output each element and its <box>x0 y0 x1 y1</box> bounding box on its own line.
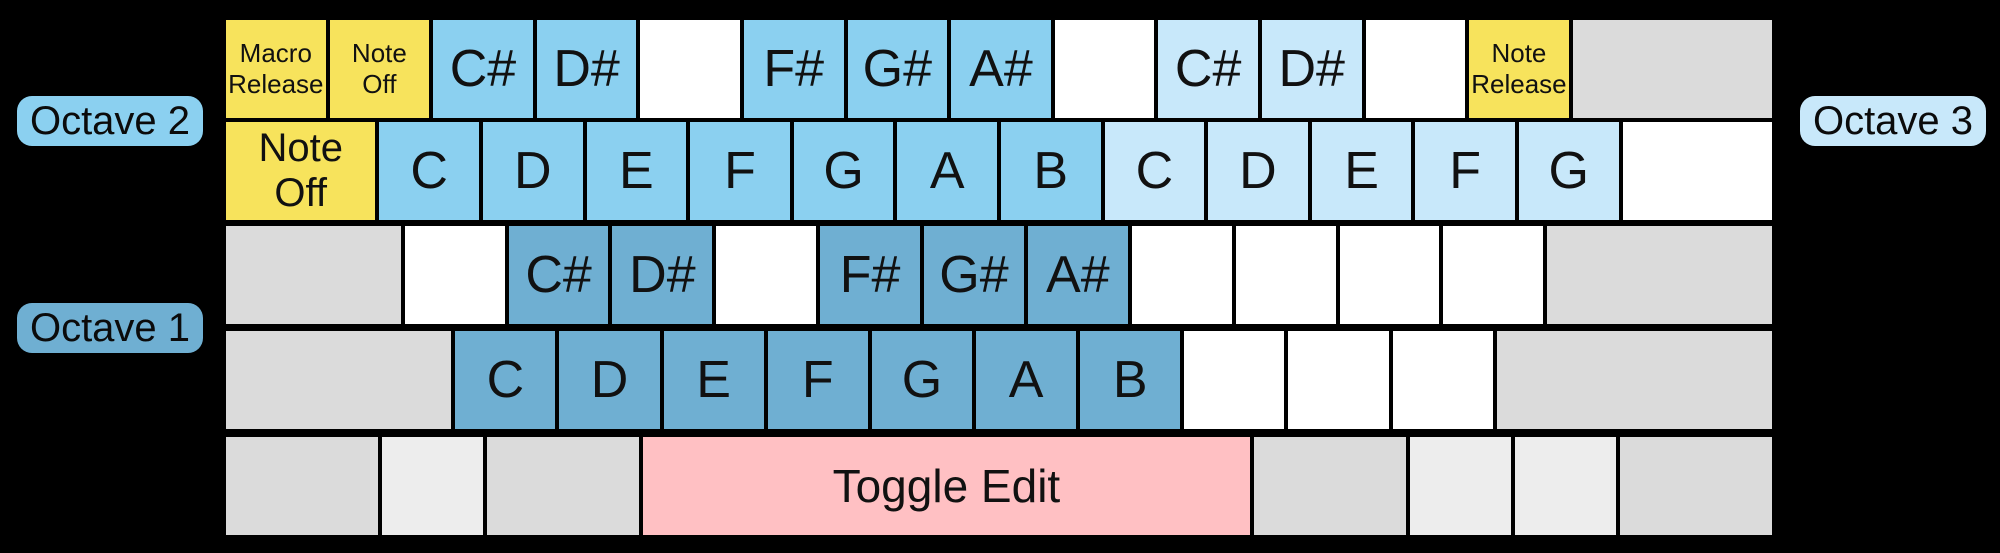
key-note-e-oct3[interactable]: E <box>1309 120 1414 222</box>
key-unmapped[interactable] <box>1286 329 1391 431</box>
key-note-gsharp-oct1[interactable]: G# <box>922 224 1026 326</box>
key-space-toggle-edit[interactable]: Toggle Edit <box>640 435 1252 537</box>
key-note-gsharp-oct2[interactable]: G# <box>845 18 950 120</box>
key-note-b-oct2[interactable]: B <box>998 120 1103 222</box>
key-macro-release[interactable]: Macro Release <box>224 18 328 120</box>
key-unmapped[interactable] <box>1441 224 1546 326</box>
key-unmapped[interactable] <box>402 224 507 326</box>
key-note-dsharp-oct3[interactable]: D# <box>1259 18 1364 120</box>
key-note-a-oct1[interactable]: A <box>974 329 1079 431</box>
key-backspace[interactable] <box>1570 18 1774 120</box>
key-alt-left[interactable] <box>485 435 641 537</box>
octave-1-label: Octave 1 <box>17 303 203 353</box>
key-unmapped[interactable] <box>714 224 819 326</box>
key-note-g-oct2[interactable]: G <box>791 120 896 222</box>
space-row: Toggle Edit <box>224 435 1774 537</box>
key-unmapped[interactable] <box>1052 18 1157 120</box>
key-note-d-oct1[interactable]: D <box>557 329 662 431</box>
key-note-fsharp-oct2[interactable]: F# <box>741 18 846 120</box>
key-note-d-oct3[interactable]: D <box>1206 120 1310 222</box>
key-note-csharp-oct1[interactable]: C# <box>506 224 611 326</box>
key-unmapped[interactable] <box>1129 224 1234 326</box>
key-note-g-oct1[interactable]: G <box>869 329 974 431</box>
key-unmapped[interactable] <box>1337 224 1442 326</box>
octave-2-label: Octave 2 <box>17 96 203 146</box>
key-note-c-oct3[interactable]: C <box>1102 120 1207 222</box>
key-note-f-oct3[interactable]: F <box>1413 120 1517 222</box>
key-win-left[interactable] <box>379 435 485 537</box>
key-note-dsharp-oct1[interactable]: D# <box>610 224 715 326</box>
key-note-off-tab[interactable]: Note Off <box>224 120 378 222</box>
key-backslash[interactable] <box>1620 120 1774 222</box>
octave-3-label: Octave 3 <box>1800 96 1986 146</box>
key-unmapped[interactable] <box>638 18 742 120</box>
key-note-f-oct1[interactable]: F <box>765 329 870 431</box>
key-shift-left[interactable] <box>224 329 454 431</box>
key-note-g-oct3[interactable]: G <box>1516 120 1621 222</box>
key-note-f-oct2[interactable]: F <box>688 120 792 222</box>
key-note-c-oct1[interactable]: C <box>453 329 558 431</box>
key-note-fsharp-oct1[interactable]: F# <box>818 224 923 326</box>
key-note-dsharp-oct2[interactable]: D# <box>534 18 639 120</box>
key-note-asharp-oct1[interactable]: A# <box>1025 224 1130 326</box>
key-note-release[interactable]: Note Release <box>1467 18 1571 120</box>
key-unmapped[interactable] <box>1363 18 1468 120</box>
key-note-asharp-oct2[interactable]: A# <box>949 18 1053 120</box>
key-enter[interactable] <box>1545 224 1774 326</box>
key-note-c-oct2[interactable]: C <box>377 120 481 222</box>
key-menu[interactable] <box>1513 435 1619 537</box>
key-note-e-oct1[interactable]: E <box>661 329 766 431</box>
key-note-e-oct2[interactable]: E <box>584 120 689 222</box>
key-alt-right[interactable] <box>1252 435 1408 537</box>
key-unmapped[interactable] <box>1390 329 1495 431</box>
key-unmapped[interactable] <box>1182 329 1287 431</box>
key-note-d-oct2[interactable]: D <box>481 120 585 222</box>
key-note-csharp-oct2[interactable]: C# <box>431 18 535 120</box>
key-ctrl-right[interactable] <box>1618 435 1774 537</box>
key-note-a-oct2[interactable]: A <box>895 120 999 222</box>
key-note-off-num[interactable]: Note Off <box>327 18 432 120</box>
key-ctrl-left[interactable] <box>224 435 380 537</box>
key-unmapped[interactable] <box>1233 224 1338 326</box>
key-note-csharp-oct3[interactable]: C# <box>1156 18 1260 120</box>
key-note-b-oct1[interactable]: B <box>1078 329 1183 431</box>
key-win-right[interactable] <box>1407 435 1513 537</box>
key-shift-right[interactable] <box>1494 329 1775 431</box>
home-row: C#D# F#G#A# <box>224 224 1774 326</box>
key-capslock[interactable] <box>224 224 403 326</box>
